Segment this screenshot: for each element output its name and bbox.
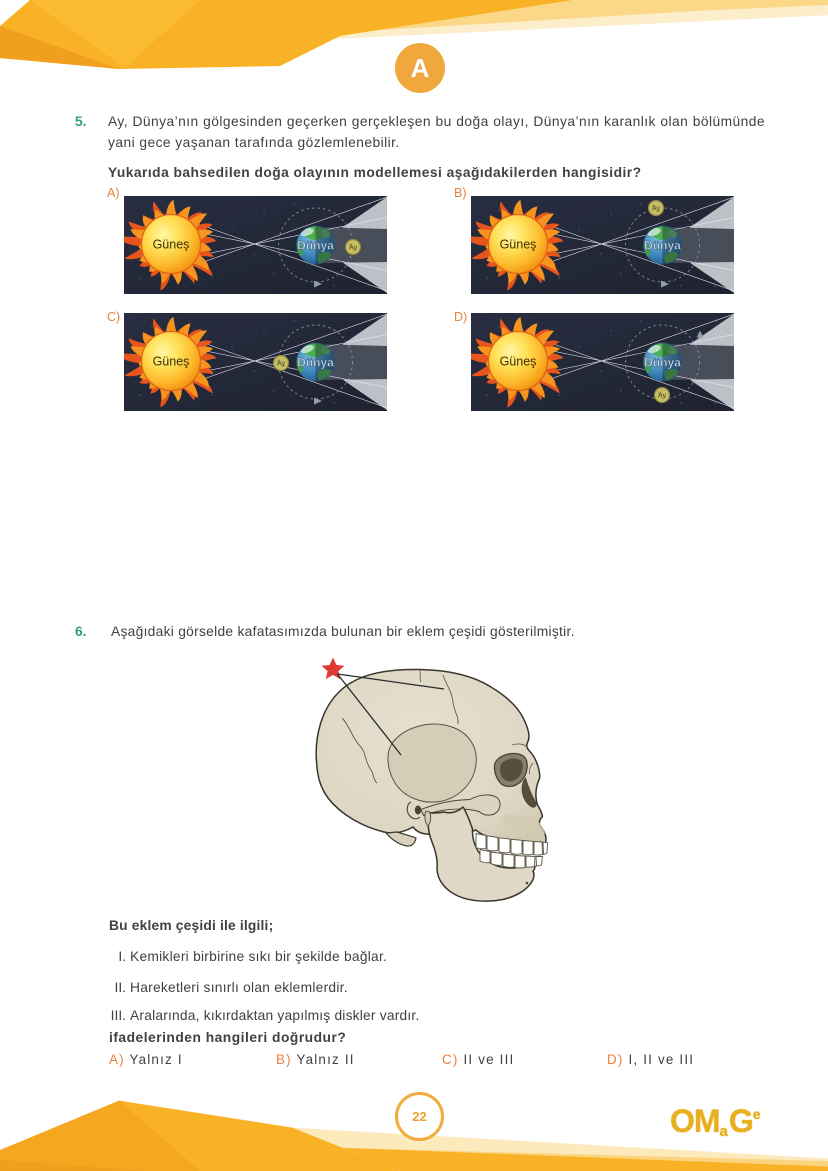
svg-text:Ay: Ay: [658, 393, 667, 400]
svg-text:Güneş: Güneş: [500, 355, 537, 369]
svg-text:Güneş: Güneş: [500, 238, 537, 252]
svg-text:Ay: Ay: [277, 361, 286, 368]
svg-text:Dünya: Dünya: [644, 239, 681, 253]
svg-text:Dünya: Dünya: [297, 239, 334, 253]
svg-text:Güneş: Güneş: [153, 355, 190, 369]
svg-text:Ay: Ay: [652, 206, 661, 213]
svg-text:Ay: Ay: [349, 245, 358, 252]
svg-text:Güneş: Güneş: [153, 238, 190, 252]
svg-text:Dünya: Dünya: [644, 356, 681, 370]
svg-text:Dünya: Dünya: [297, 356, 334, 370]
